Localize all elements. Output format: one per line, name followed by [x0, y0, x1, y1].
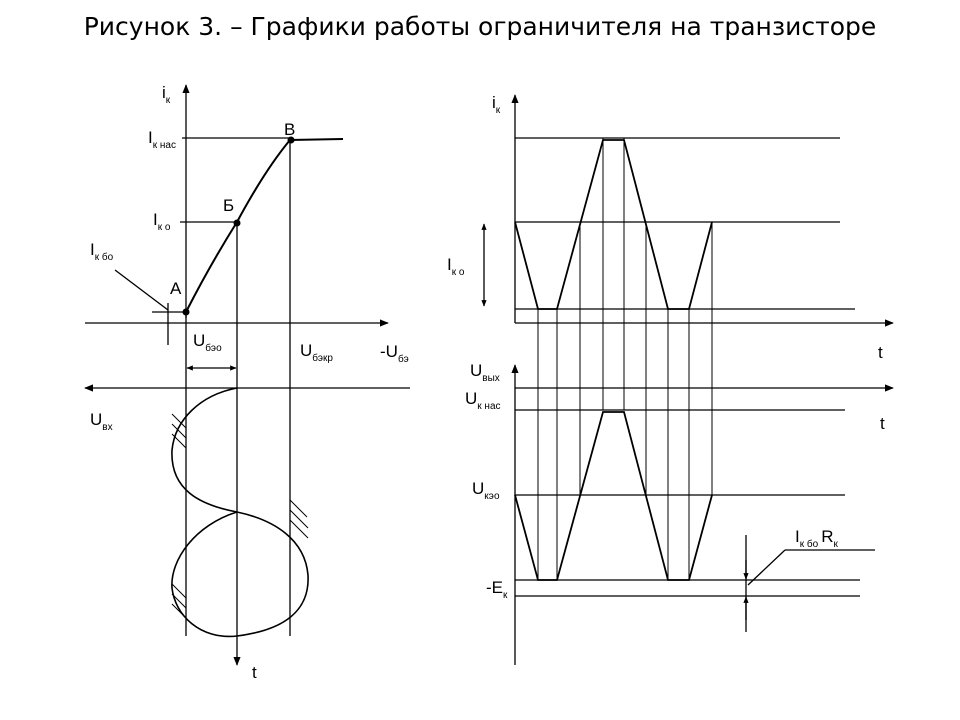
labels: iк Iк нас В Б Iк о Iк бо А Uбэо Uбэкр -U…: [90, 83, 885, 682]
ubekr-label: Uбэкр: [300, 341, 333, 364]
t-left-label: t: [252, 663, 257, 682]
ikbork-leader-a: [747, 549, 786, 586]
ube-axis-label: -Uбэ: [380, 342, 409, 365]
voltage-waveform: [514, 411, 713, 581]
ukeo-label: Uкэо: [472, 479, 500, 502]
point-v-dot: [287, 136, 295, 144]
right-voltage: [511, 364, 894, 665]
hatch-bottom: [171, 583, 187, 617]
hatch-top: [171, 413, 187, 449]
ik-right-label: iк: [492, 93, 501, 116]
point-b-dot: [233, 219, 241, 227]
left-input: [84, 384, 410, 638]
ek-label: -Eк: [486, 578, 508, 601]
right-current: [481, 94, 894, 327]
point-a-dot: [182, 308, 190, 316]
ubeo-label: Uбэо: [193, 331, 222, 354]
characteristic-curve: [185, 138, 344, 313]
iko-left-label: Iк о: [153, 210, 171, 233]
uvyx-label: Uвых: [470, 361, 500, 384]
input-sine-2: [171, 387, 309, 638]
iknas-left-label: Iк нас: [148, 128, 176, 151]
uknas-right-label: Uк нас: [465, 389, 501, 412]
ikbo-left-label: Iк бо: [90, 240, 114, 263]
current-waveform: [514, 139, 713, 310]
point-a-label: А: [170, 279, 182, 298]
uvx-label: Uвх: [90, 410, 113, 433]
ik-left-label: iк: [162, 83, 171, 106]
point-b-label: Б: [223, 196, 234, 215]
left-characteristic: [85, 84, 389, 666]
t-right-top-label: t: [878, 343, 883, 362]
hatch-right: [289, 499, 309, 539]
page-title: Рисунок 3. – Графики работы ограничителя…: [83, 12, 877, 41]
iko-right-label: Iк о: [447, 255, 465, 278]
point-v-label: В: [284, 120, 295, 139]
t-right-mid-label: t: [880, 414, 885, 433]
ikbo-leader: [114, 269, 169, 311]
right-projections: [537, 138, 713, 580]
